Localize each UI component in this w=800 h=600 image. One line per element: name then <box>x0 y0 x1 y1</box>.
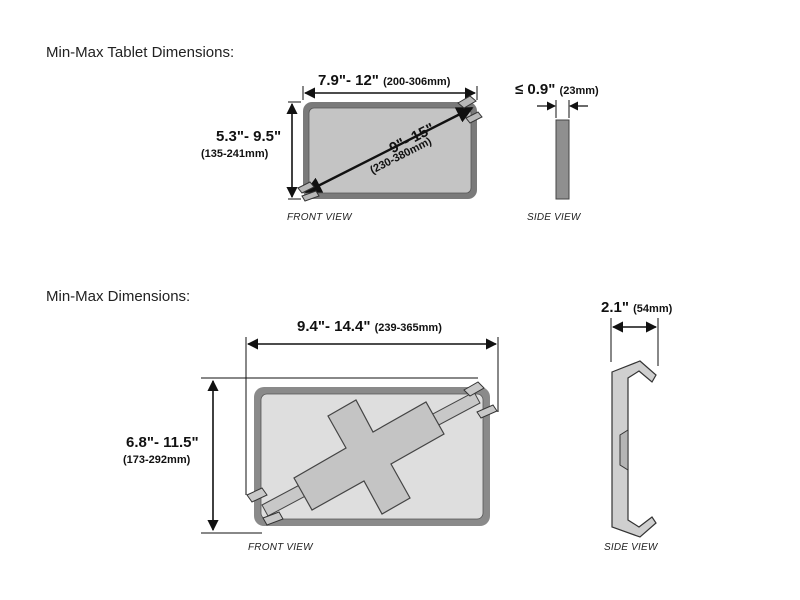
mount-cross-plate <box>293 399 445 515</box>
mount-height-range: 6.8"- 11.5" <box>126 434 199 451</box>
mount-width-mm: (239-365mm) <box>374 322 442 334</box>
tablet-side-view-label: SIDE VIEW <box>527 212 581 223</box>
mount-width-range: 9.4"- 14.4" <box>297 318 371 335</box>
mount-front-view <box>201 337 499 534</box>
mount-front-view-label: FRONT VIEW <box>248 542 313 553</box>
mount-side-view <box>610 318 659 538</box>
mount-height-mm: (173-292mm) <box>123 454 191 466</box>
mount-side-view-label: SIDE VIEW <box>604 542 658 553</box>
mount-clamp-bottom <box>246 487 284 526</box>
mount-section-title: Min-Max Dimensions: <box>46 288 191 305</box>
tablet-diagonal-arrow <box>304 106 474 194</box>
tablet-front-view-label: FRONT VIEW <box>287 212 352 223</box>
tablet-height-range: 5.3"- 9.5" <box>216 128 282 145</box>
mount-width-label: 9.4"- 14.4" (239-365mm) <box>297 318 442 335</box>
tablet-side-view <box>537 100 588 200</box>
mount-depth-range: 2.1" <box>601 299 629 316</box>
tablet-height-mm: (135-241mm) <box>201 148 269 160</box>
tablet-thickness-mm: (23mm) <box>559 85 599 97</box>
tablet-thickness-range: ≤ 0.9" <box>515 81 556 98</box>
mount-clamp-top <box>463 381 498 419</box>
tablet-clamp-top <box>457 95 483 124</box>
mount-depth-label: 2.1" (54mm) <box>601 299 672 316</box>
tablet-width-range: 7.9"- 12" <box>318 72 379 89</box>
tablet-section-title: Min-Max Tablet Dimensions: <box>46 44 235 61</box>
tablet-clamp-bottom <box>297 181 320 202</box>
mount-depth-mm: (54mm) <box>633 303 673 315</box>
tablet-width-mm: (200-306mm) <box>383 76 451 88</box>
tablet-front-view <box>286 86 483 202</box>
tablet-thickness-label: ≤ 0.9" (23mm) <box>515 81 599 98</box>
tablet-width-label: 7.9"- 12" (200-306mm) <box>318 72 450 89</box>
